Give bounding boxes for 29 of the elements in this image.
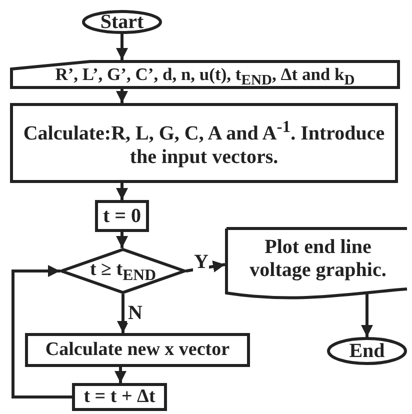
arrow [116,89,128,103]
arrow [186,260,226,272]
decision-diamond [60,248,186,294]
arrow [116,183,128,200]
node-label: Plot end line voltage graphic. [248,236,388,282]
arrow [117,294,129,333]
node-label: Start [100,10,144,34]
terminal-oval [82,10,162,34]
node-label: t ≥ t$_{END}$ [90,259,156,285]
arrow [12,265,72,398]
node-label: Calculate new x vector [45,339,230,361]
arrow [116,34,128,60]
node-label: t = t + Δt [84,386,156,408]
edge-label: N [127,303,144,323]
process-box [25,333,250,367]
arrow [114,367,126,383]
edge-label: Y [193,252,210,272]
arrow [361,293,373,337]
arrow [116,232,128,248]
node-label: t = 0 [102,204,142,228]
process-box [10,103,398,183]
process-box [95,200,149,232]
node-label: R’, L’, G’, C’, d, n, u(t), t$_{END}$, Δt and k$_{D}$ [55,64,355,90]
node-label: Calculate:R, L, G, C, A and A$^{-1}$. Introduce the input vectors. [22,117,386,169]
node-label: End [349,340,385,362]
input-box [10,60,400,89]
process-box [72,383,167,411]
document-shape [225,227,407,302]
terminal-oval [327,337,407,365]
